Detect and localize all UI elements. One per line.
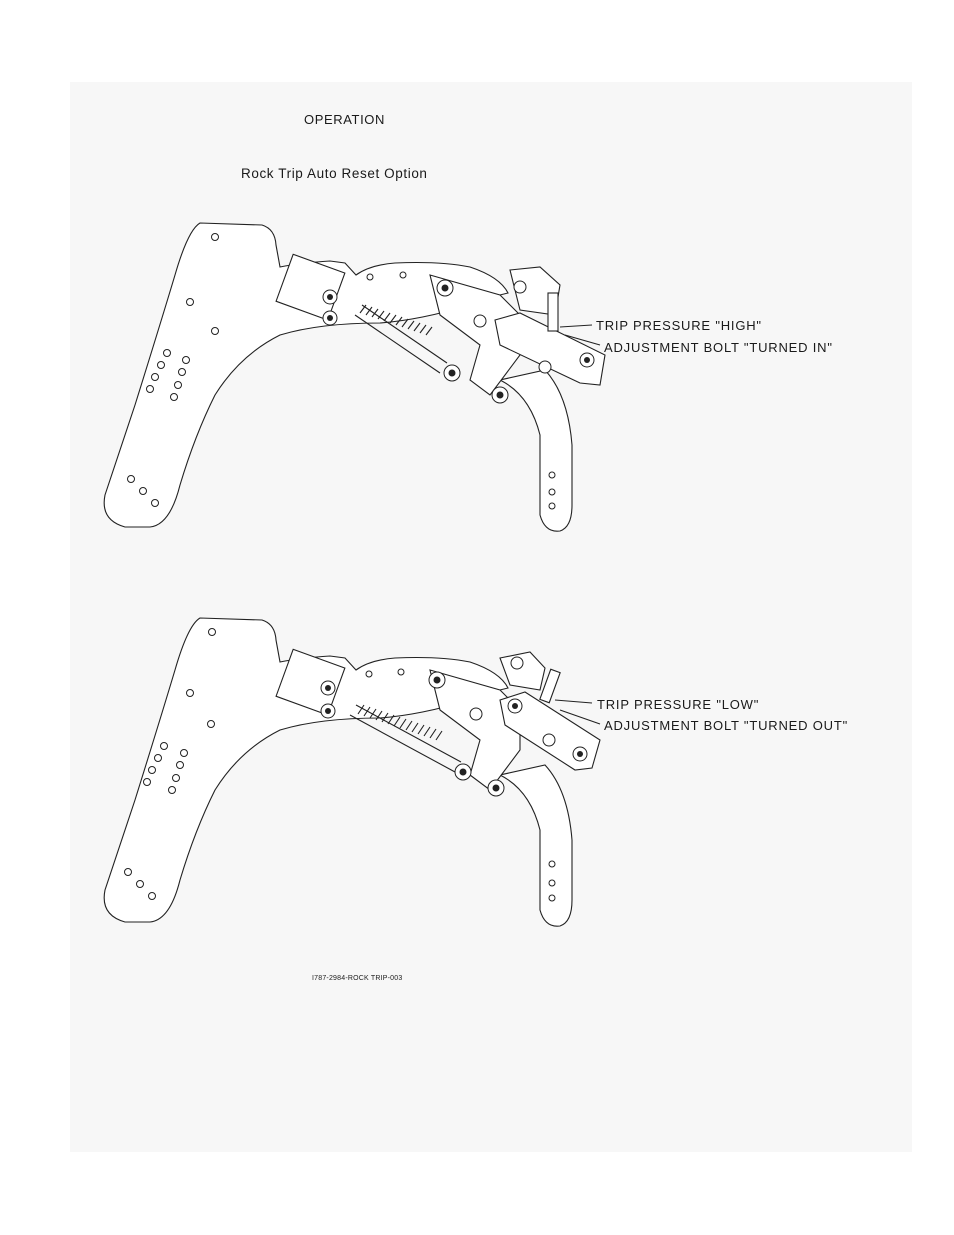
shank-arm xyxy=(500,370,572,531)
callout-adjustment-bolt-turned-in: ADJUSTMENT BOLT "TURNED IN" xyxy=(604,340,833,355)
figure-trip-high-drawing xyxy=(0,205,954,545)
callout-trip-pressure-low: TRIP PRESSURE "LOW" xyxy=(597,697,759,712)
shank-arm xyxy=(500,765,572,926)
callout-trip-pressure-high: TRIP PRESSURE "HIGH" xyxy=(596,318,762,333)
page-subheading: Rock Trip Auto Reset Option xyxy=(241,166,428,181)
page-heading: OPERATION xyxy=(304,112,385,127)
figure-trip-low-drawing xyxy=(0,600,954,940)
callout-adjustment-bolt-turned-out: ADJUSTMENT BOLT "TURNED OUT" xyxy=(604,718,848,733)
drawing-number: I787-2984-ROCK TRIP-003 xyxy=(312,975,402,982)
